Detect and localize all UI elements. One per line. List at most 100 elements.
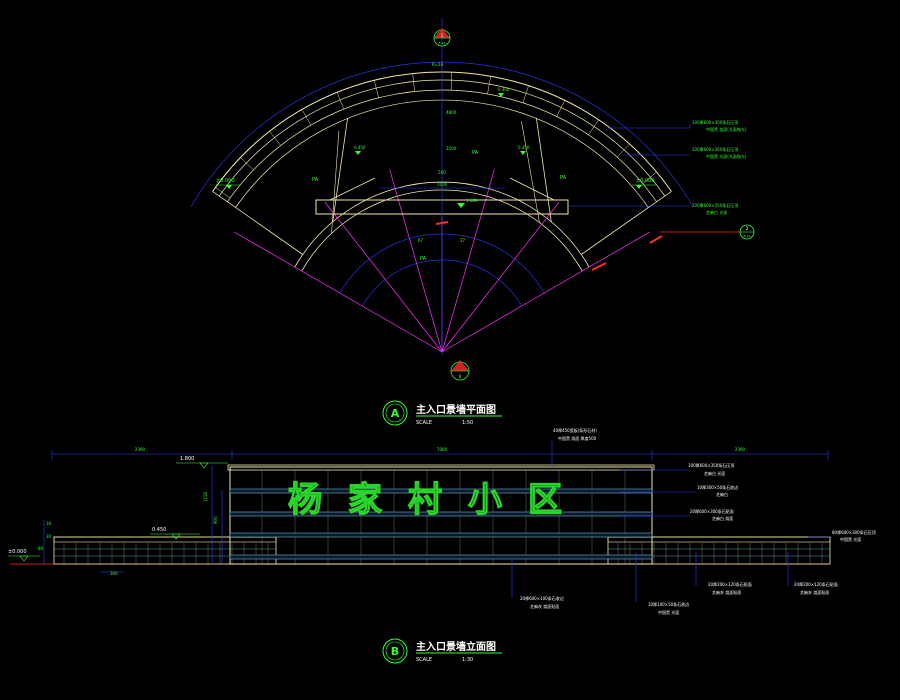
elev-main-wall-grid bbox=[261, 470, 626, 564]
elev-dim-right: 2390 bbox=[735, 447, 746, 452]
elev-view-letter: B bbox=[391, 645, 399, 658]
elev-right-notes: 100厚600×350条石压顶 芝麻白 光面 10厚300×50条石收边 芝麻白… bbox=[620, 462, 876, 542]
plan-view-letter: A bbox=[391, 407, 400, 420]
plan-level-center: 1.600 bbox=[457, 198, 478, 208]
plan-radial-line bbox=[233, 231, 443, 353]
plan-level-wall-left: 0.450 bbox=[354, 145, 366, 155]
plan-callout-line2: 中国黑 光面(光面抛光) bbox=[706, 153, 747, 159]
elevation-view: 2390 7000 2390 杨家村小区 1.800 0.450 bbox=[8, 427, 876, 664]
elev-dim-small-3: 80 bbox=[38, 546, 44, 551]
plan-wall-joint bbox=[336, 92, 345, 110]
svg-text:1.800: 1.800 bbox=[180, 456, 194, 462]
elev-bottom-note-line1: 20厚600×100条石收边 bbox=[520, 595, 564, 601]
elev-right-note-line2: 芝麻白 bbox=[716, 491, 728, 497]
plan-wall-end bbox=[581, 191, 672, 255]
plan-wall-joint bbox=[215, 187, 231, 199]
plan-wall-joint bbox=[240, 157, 254, 171]
plan-red-mark bbox=[435, 221, 449, 225]
plan-dim-vertical-1: 4800 bbox=[446, 110, 457, 115]
elev-right-wing-cap bbox=[607, 536, 831, 543]
plan-wing-wall bbox=[331, 130, 340, 234]
plan-title-block: A 主入口景墙平面图 SCALE 1:50 bbox=[382, 400, 502, 426]
elev-bottom-note-line1: 20厚200×120条石贴面 bbox=[708, 581, 752, 587]
svg-text:±0.000: ±0.000 bbox=[216, 178, 235, 184]
elev-title-block: B 主入口景墙立面图 SCALE 1:30 bbox=[382, 638, 502, 664]
elev-bottom-note-line2: 芝麻灰 烧面贴面 bbox=[800, 589, 829, 595]
plan-wall-joint bbox=[588, 119, 599, 135]
elev-right-note-line2: 芝麻白 光面 bbox=[704, 470, 725, 476]
elev-scale-label: SCALE bbox=[416, 657, 432, 663]
elev-main-wall-band bbox=[229, 532, 653, 538]
plan-wing-wall bbox=[332, 118, 348, 222]
plan-pa-label: PA bbox=[312, 177, 319, 183]
plan-radial-line bbox=[441, 231, 651, 353]
svg-text:0.450: 0.450 bbox=[354, 145, 366, 150]
elev-dim-height-2: 900 bbox=[213, 516, 218, 524]
plan-red-mark bbox=[591, 262, 607, 271]
plan-wall-joint bbox=[642, 171, 657, 184]
plan-wall-joint bbox=[269, 131, 281, 146]
elev-main-wall-band bbox=[229, 511, 653, 517]
plan-radial-line bbox=[441, 202, 560, 353]
plan-callout-line1: 100厚600×350条石压顶 bbox=[692, 202, 738, 208]
elev-bottom-note-line2: 中国黑 光面 bbox=[658, 609, 679, 615]
elev-dim-small-2: 30 bbox=[46, 534, 52, 539]
svg-text:0.450: 0.450 bbox=[152, 527, 166, 533]
elev-right-note-line2: 中国黑 光面 bbox=[840, 536, 861, 542]
elev-level-top: 1.800 bbox=[176, 456, 228, 469]
elev-dim-center: 7000 bbox=[437, 447, 448, 452]
plan-wall-end bbox=[212, 191, 303, 255]
plan-callout-line2: 芝麻白 光面 bbox=[706, 209, 727, 215]
plan-bar-right-brace bbox=[509, 177, 555, 201]
plan-angle-left: 67 bbox=[418, 238, 424, 243]
plan-dim-vertical-2: 3500 bbox=[446, 146, 457, 151]
plan-level-top: 0.300 bbox=[498, 87, 510, 97]
plan-callout-line1: 100厚600×300条石压顶 bbox=[692, 119, 738, 125]
plan-north-marker: 1 B-16 bbox=[433, 18, 451, 52]
plan-bar-left-brace bbox=[329, 177, 376, 201]
plan-level-wall-right: 0.450 bbox=[518, 145, 530, 155]
svg-text:1.600: 1.600 bbox=[466, 198, 478, 203]
elev-sign-text: 杨家村小区 bbox=[288, 480, 588, 520]
elev-bottom-notes: 20厚600×100条石收边 芝麻灰 烧面贴面 10厚100×50条石收边 中国… bbox=[511, 552, 838, 615]
elev-scale: 1:30 bbox=[462, 657, 473, 663]
elev-dim-left: 2390 bbox=[135, 447, 146, 452]
elev-left-wing-cap bbox=[53, 536, 277, 543]
plan-callouts: 100厚600×300条石压顶 中国黑 烧面(光面抛光) 100厚600×300… bbox=[568, 119, 747, 215]
elev-right-note-line2: 芝麻白 烧面 bbox=[712, 515, 733, 521]
plan-wall-joint bbox=[556, 100, 565, 117]
elev-bottom-note-line1: 10厚100×50条石收边 bbox=[648, 601, 689, 607]
elev-level-ground: ±0.000 bbox=[8, 549, 40, 562]
plan-south-marker: B bbox=[450, 360, 470, 381]
plan-level-left: ±0.000 bbox=[216, 178, 240, 189]
elev-top-note-1: 40厚450宽板(条形石材) bbox=[553, 427, 597, 433]
elev-bottom-note-line1: 20厚200×120条石贴面 bbox=[794, 581, 838, 587]
plan-dim-top-radius: R=16 bbox=[432, 62, 444, 67]
south-marker-sheet: B bbox=[459, 374, 462, 379]
plan-wall-joint bbox=[450, 72, 453, 91]
plan-red-mark bbox=[649, 235, 663, 244]
svg-text:0.300: 0.300 bbox=[498, 87, 510, 92]
north-marker-sheet: B-16 bbox=[439, 41, 446, 45]
plan-wall-joint bbox=[412, 73, 415, 92]
elev-top-note-2: 中国黑 烧面 厚度500 bbox=[558, 435, 597, 441]
plan-callout-line1: 100厚600×300条石压顶 bbox=[692, 146, 738, 152]
plan-wall-joint bbox=[487, 76, 491, 95]
plan-title: 主入口景墙平面图 bbox=[416, 403, 496, 416]
plan-pa-label: PA bbox=[560, 175, 567, 181]
plan-section-marker: 2 B-16 bbox=[660, 224, 755, 240]
plan-wall-joint bbox=[617, 143, 630, 158]
elev-bottom-note-line2: 芝麻灰 烧面贴面 bbox=[712, 589, 741, 595]
plan-callout-line2: 中国黑 烧面(光面抛光) bbox=[706, 126, 747, 132]
elev-right-note-line1: 10厚300×50条石收边 bbox=[697, 484, 738, 490]
section-marker-sheet: B-16 bbox=[744, 234, 751, 238]
elev-bottom-note-line2: 芝麻灰 烧面贴面 bbox=[530, 603, 559, 609]
plan-radial-line bbox=[324, 202, 443, 353]
north-marker-number: 1 bbox=[441, 33, 444, 38]
elev-dim-small-1: 30 bbox=[46, 521, 52, 526]
elev-dim-height-1: 1150 bbox=[203, 491, 208, 502]
elev-level-low: 0.450 bbox=[150, 527, 200, 540]
elev-right-note-line1: 80厚600×300条石压顶 bbox=[832, 529, 876, 535]
